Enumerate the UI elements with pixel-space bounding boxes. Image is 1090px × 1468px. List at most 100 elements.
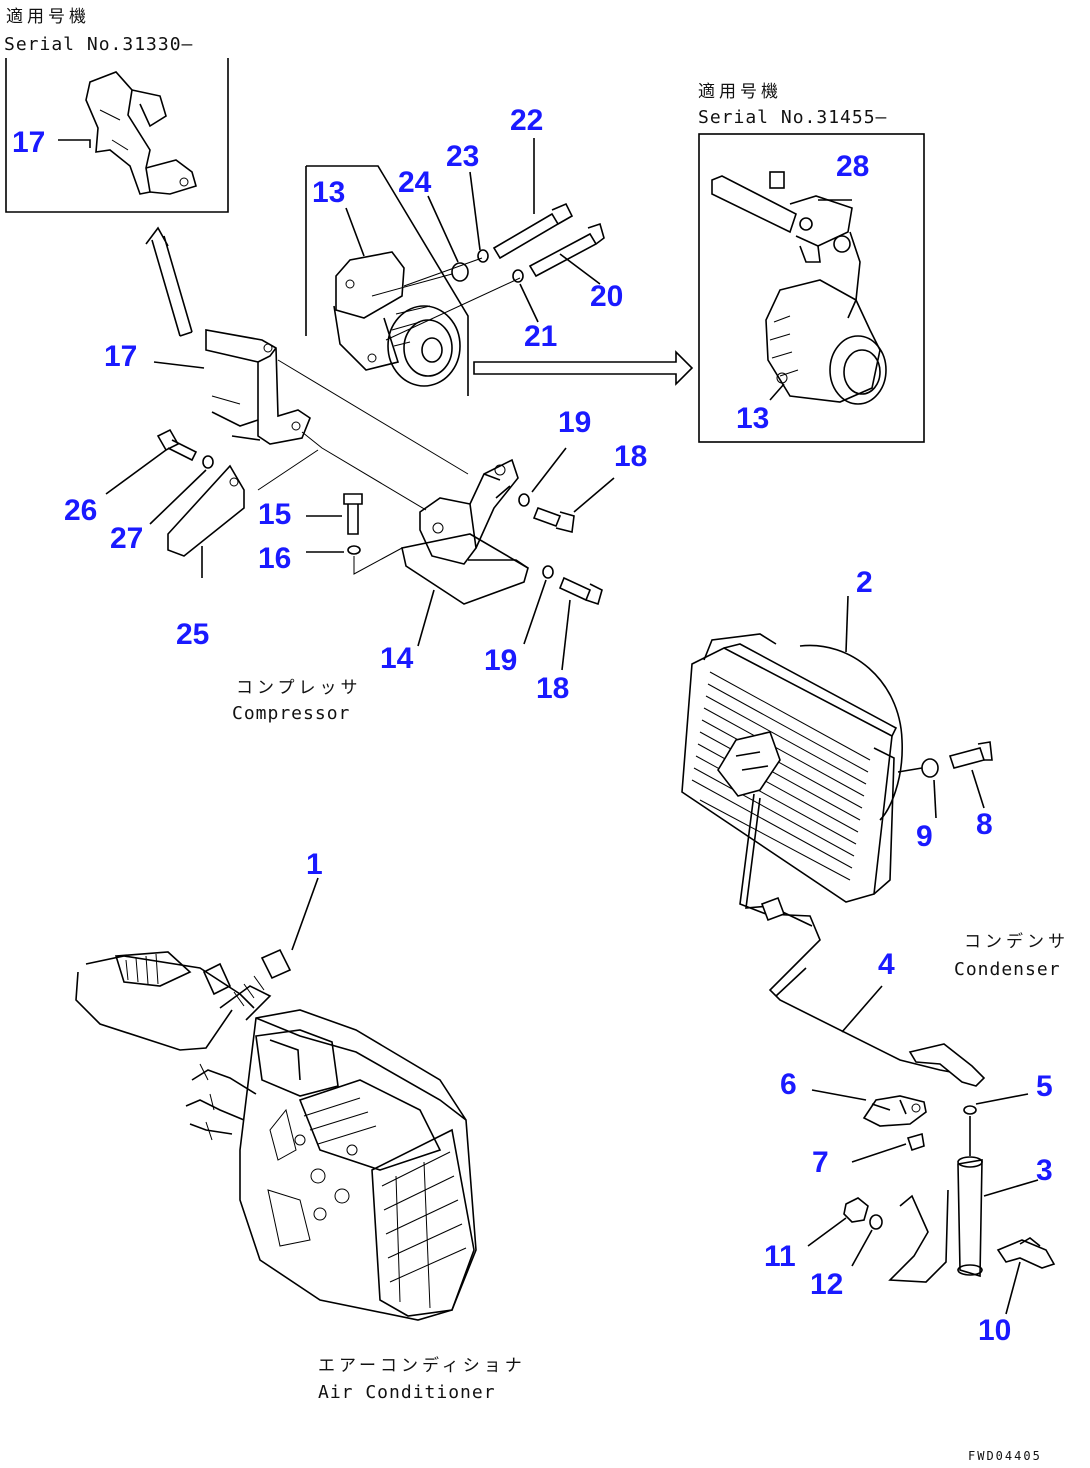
callout-6: 6	[780, 1068, 797, 1101]
callout-11: 11	[764, 1240, 796, 1273]
callout-23: 23	[446, 140, 479, 173]
leader-9	[933, 779, 937, 819]
callout-18-bottom: 18	[536, 672, 569, 705]
leader-21	[519, 283, 539, 323]
leader-6	[811, 1089, 867, 1101]
leader-condenser-9	[897, 767, 923, 773]
clamp-6	[862, 1095, 927, 1127]
compressor-13	[333, 251, 461, 387]
inset-right-frame	[698, 133, 925, 443]
leader-24	[427, 195, 459, 263]
leader-18-top	[573, 477, 615, 513]
washer-21	[512, 269, 524, 283]
callout-19-top: 19	[558, 406, 591, 439]
nut-11	[843, 1197, 869, 1223]
inset-right-label-jp: 適用号機	[698, 82, 782, 102]
bracket-10	[996, 1237, 1056, 1269]
callout-17-inset: 17	[12, 126, 45, 159]
leader-23	[469, 171, 481, 251]
leader-4	[841, 985, 883, 1033]
inset-left-bracket	[85, 71, 197, 195]
callout-14: 14	[380, 642, 414, 675]
drawing-code: FWD04405	[968, 1449, 1042, 1463]
arrow-to-inset-left	[145, 226, 193, 337]
callout-3: 3	[1036, 1154, 1053, 1187]
callout-8: 8	[976, 808, 993, 841]
part-7	[906, 1132, 925, 1152]
washer-19-bottom	[542, 565, 554, 579]
inset-right-compressor	[711, 171, 887, 405]
bolt-26	[156, 428, 198, 462]
leader-26	[105, 449, 167, 495]
leader-14	[417, 589, 435, 647]
condenser-group: 2 9 8 コンデンサ Condenser	[681, 566, 1069, 980]
condenser-2	[681, 633, 903, 903]
plate-25	[167, 464, 245, 557]
callout-27: 27	[110, 522, 143, 555]
leader-27	[149, 469, 207, 525]
inset-left: 適用号機 Serial No.31330– 17	[4, 7, 229, 213]
washer-12	[869, 1214, 883, 1230]
washer-19-top	[518, 493, 530, 507]
air-conditioner-caption-jp: エアーコンディショナ	[318, 1355, 526, 1376]
leader-7	[851, 1143, 907, 1163]
leader-3	[983, 1179, 1039, 1197]
callout-18-top: 18	[614, 440, 647, 473]
compressor-caption-jp: コンプレッサ	[236, 678, 362, 698]
leader-12	[851, 1229, 873, 1267]
callout-9: 9	[916, 820, 933, 853]
washer-27	[202, 455, 214, 469]
condenser-caption-en: Condenser	[954, 959, 1061, 980]
callout-24: 24	[398, 166, 432, 199]
inset-left-label-en: Serial No.31330–	[4, 34, 193, 55]
callout-7: 7	[812, 1146, 829, 1179]
callout-2: 2	[856, 566, 873, 599]
o-ring-5	[963, 1105, 977, 1115]
leader-8	[971, 769, 985, 809]
leader-1	[291, 877, 319, 951]
bracket-17	[205, 329, 311, 445]
callout-26: 26	[64, 494, 97, 527]
callout-28: 28	[836, 150, 869, 183]
leader-13-inset	[769, 383, 785, 401]
washer-23	[477, 249, 489, 263]
bracket-14	[401, 458, 529, 605]
leader-2	[845, 595, 849, 653]
leader-17-inset	[58, 139, 91, 148]
condenser-caption-jp: コンデンサ	[964, 931, 1069, 952]
air-conditioner-group: 1 エアーコンディショナ	[75, 848, 526, 1403]
leader-19-bottom	[523, 579, 547, 645]
callout-25: 25	[176, 618, 209, 651]
callout-13-inset: 13	[736, 402, 769, 435]
leader-17-main	[153, 361, 205, 369]
leader-11	[807, 1217, 847, 1247]
callout-20: 20	[590, 280, 623, 313]
inset-right-label-en: Serial No.31455–	[698, 107, 887, 128]
inset-left-frame	[5, 58, 229, 213]
callout-5: 5	[1036, 1070, 1053, 1103]
callout-16: 16	[258, 542, 291, 575]
bolt-8	[948, 741, 993, 769]
bolt-18-bottom	[558, 576, 603, 606]
leader-19-top	[531, 447, 567, 493]
callout-19-bottom: 19	[484, 644, 517, 677]
callout-22: 22	[510, 104, 543, 137]
bracket-13-outline	[305, 165, 469, 396]
callout-12: 12	[810, 1268, 843, 1301]
leader-18-bottom	[561, 599, 571, 671]
callout-10: 10	[978, 1314, 1011, 1347]
callout-1: 1	[306, 848, 323, 881]
leader-13-main	[345, 207, 365, 257]
callout-13-main: 13	[312, 176, 345, 209]
bolt-15	[343, 493, 363, 535]
pipe-4	[739, 793, 973, 1077]
callout-4: 4	[878, 948, 895, 981]
compressor-group: 22 23 24 13 20 21 17 19 18 26 27 15 16 2…	[64, 104, 647, 724]
compressor-caption-en: Compressor	[232, 703, 350, 724]
leader-10	[1005, 1261, 1021, 1315]
piping-group: 4 6 5 7 3 10	[739, 793, 1056, 1347]
receiver-3	[888, 1116, 983, 1283]
hose-1	[75, 948, 292, 1051]
air-conditioner-unit	[185, 1009, 477, 1321]
